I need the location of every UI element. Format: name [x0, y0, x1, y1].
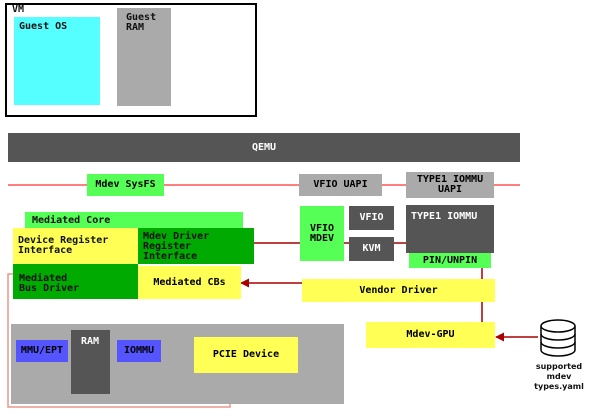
yaml-label: supported mdev types.yaml: [534, 362, 584, 391]
type1-iommu-label: TYPE1 IOMMU: [411, 211, 478, 222]
mdev-gpu-box: Mdev-GPU: [366, 322, 495, 348]
device-register-interface-box: [13, 228, 138, 264]
vendor-driver-box: Vendor Driver: [302, 279, 495, 302]
database-icon: [540, 319, 576, 357]
type1-iommu-uapi-box: TYPE1 IOMMU UAPI: [406, 172, 494, 198]
guest-ram-box: [117, 8, 171, 106]
mdev-driver-register-box: [138, 228, 254, 264]
mediated-bus-driver-box: [13, 264, 138, 299]
mediated-cbs-box: Mediated CBs: [138, 266, 241, 299]
pin-unpin-box: PIN/UNPIN: [409, 253, 491, 268]
guest-ram-label: Guest RAM: [126, 12, 157, 33]
ram-box: [71, 330, 110, 394]
iommu-box: IOMMU: [117, 340, 161, 362]
type1-iommu-box: [406, 205, 494, 253]
guest-os-box: [14, 17, 100, 105]
device-register-interface-label: Device Register Interface: [18, 235, 109, 256]
vfio-box: VFIO: [349, 206, 394, 230]
qemu-bar: QEMU: [8, 133, 520, 162]
mdev-driver-register-label: Mdev Driver Register Interface: [143, 231, 210, 262]
vm-container: [5, 3, 257, 117]
vm-title: VM: [12, 4, 25, 15]
pcie-device-box: PCIE Device: [194, 337, 298, 373]
vfio-uapi-box: VFIO UAPI: [299, 174, 382, 196]
guest-os-label: Guest OS: [19, 21, 68, 32]
ram-label: RAM: [81, 336, 100, 347]
mmu-ept-box: MMU/EPT: [16, 340, 68, 362]
kvm-box: KVM: [349, 237, 394, 261]
mediated-bus-driver-label: Mediated Bus Driver: [19, 273, 80, 294]
vfio-mdev-box: VFIO MDEV: [300, 206, 344, 261]
mediated-core-title: Mediated Core: [32, 215, 111, 226]
mdev-sysfs-box: Mdev SysFS: [87, 174, 164, 196]
